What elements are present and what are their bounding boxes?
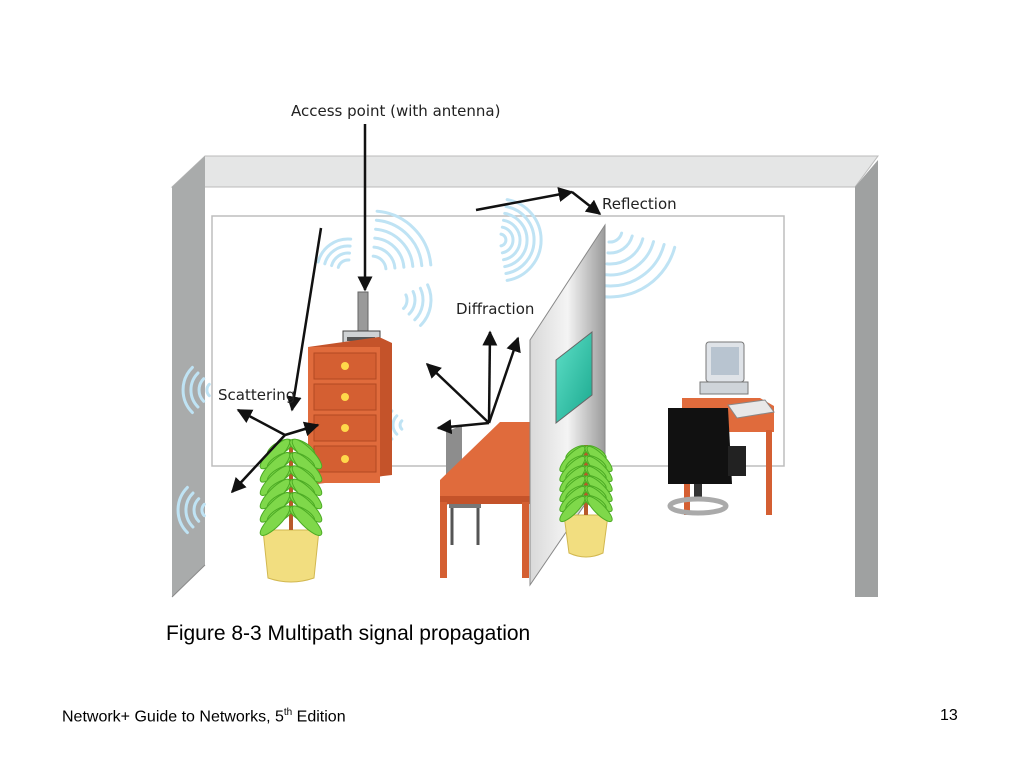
arrows (230, 124, 602, 494)
plant-pot (563, 514, 609, 558)
table-with-chair (440, 422, 545, 578)
footer-title: Network+ Guide to Networks, 5th Edition (62, 707, 346, 726)
reflection-arrow-a (475, 187, 574, 212)
signal-wave-arc (499, 232, 508, 248)
signal-wave-arc (375, 209, 433, 267)
signal-wave-arc (176, 485, 189, 535)
plant-leaf (586, 495, 613, 523)
keyboard (727, 399, 775, 419)
left-wall (172, 156, 205, 597)
signal-wave-arc (192, 497, 201, 523)
access-point-label: Access point (with antenna) (291, 102, 500, 120)
workstation (667, 341, 775, 516)
page-number: 13 (940, 707, 958, 724)
ceiling-beam (170, 155, 879, 188)
signal-wave-arc (502, 218, 522, 262)
signal-wave-arc (184, 491, 195, 529)
plant-leaf (559, 495, 586, 523)
plant-leaf (291, 505, 323, 536)
signal-wave-arc (372, 245, 397, 270)
plant-right (559, 445, 613, 558)
signal-wave-arc (323, 244, 352, 266)
scattering-arrow-2 (230, 434, 286, 494)
signal-wave-arc (500, 225, 515, 255)
signal-wave-arc (607, 231, 624, 244)
signal-wave-arc (374, 218, 424, 268)
signal-wave-arc (330, 251, 351, 268)
footer-title-superscript: th (283, 707, 293, 718)
signal-wave-arc (419, 283, 433, 327)
right-wall (855, 160, 878, 597)
table-top (440, 422, 545, 500)
diffraction-label: Diffraction (456, 300, 534, 318)
signal-wave-arc (373, 236, 406, 269)
diffraction-arrow-3 (487, 336, 521, 424)
signal-wave-arc (606, 234, 634, 255)
signal-wave-arc (504, 205, 536, 275)
scattering-arrow-1 (236, 408, 286, 437)
diffraction-arrow-2 (482, 330, 498, 424)
signal-wave-arc (181, 365, 194, 415)
multipath-propagation-diagram: Access point (with antenna) Reflection D… (170, 102, 879, 598)
signal-wave-arc (605, 237, 645, 266)
partition-screen (555, 330, 593, 425)
signal-wave-arc (603, 243, 666, 288)
footer-title-suffix: Edition (292, 708, 346, 726)
signal-wave-arc (602, 245, 677, 299)
scattering-label: Scattering (218, 386, 295, 404)
signal-wave-arc (316, 237, 353, 264)
footer-title-prefix: Network+ Guide to Networks, 5 (62, 708, 284, 726)
diffraction-arrow-4 (436, 419, 490, 435)
signal-wave-arc (205, 382, 211, 398)
signal-wave-arc (398, 419, 404, 431)
signal-wave-arc (374, 227, 415, 268)
signal-wave-arc (505, 198, 543, 282)
scattering-down-arrow (286, 227, 323, 412)
figure-caption: Figure 8-3 Multipath signal propagation (166, 622, 531, 645)
plant-left (259, 438, 323, 583)
reflection-label: Reflection (602, 195, 677, 213)
signal-wave-arc (407, 290, 417, 316)
signal-wave-arc (200, 502, 206, 518)
diffraction-arrow-1 (425, 362, 490, 424)
antenna (357, 291, 369, 333)
signal-wave-arc (336, 258, 351, 269)
plant-pot (262, 529, 320, 583)
filing-cabinet (308, 337, 392, 485)
signal-wave-arc (391, 414, 399, 436)
scattering-arrow-3 (284, 421, 320, 437)
reflection-arrow-b (571, 191, 602, 215)
signal-wave-arc (413, 286, 425, 322)
signal-wave-arc (189, 371, 200, 409)
signal-wave-arc (604, 240, 655, 277)
office-chair (668, 408, 732, 484)
signal-wave-arc (197, 377, 206, 403)
plant-leaf (259, 505, 291, 536)
signal-wave-arc (371, 254, 388, 271)
signal-wave-arc (402, 293, 409, 310)
signal-wave-arc (503, 211, 529, 269)
